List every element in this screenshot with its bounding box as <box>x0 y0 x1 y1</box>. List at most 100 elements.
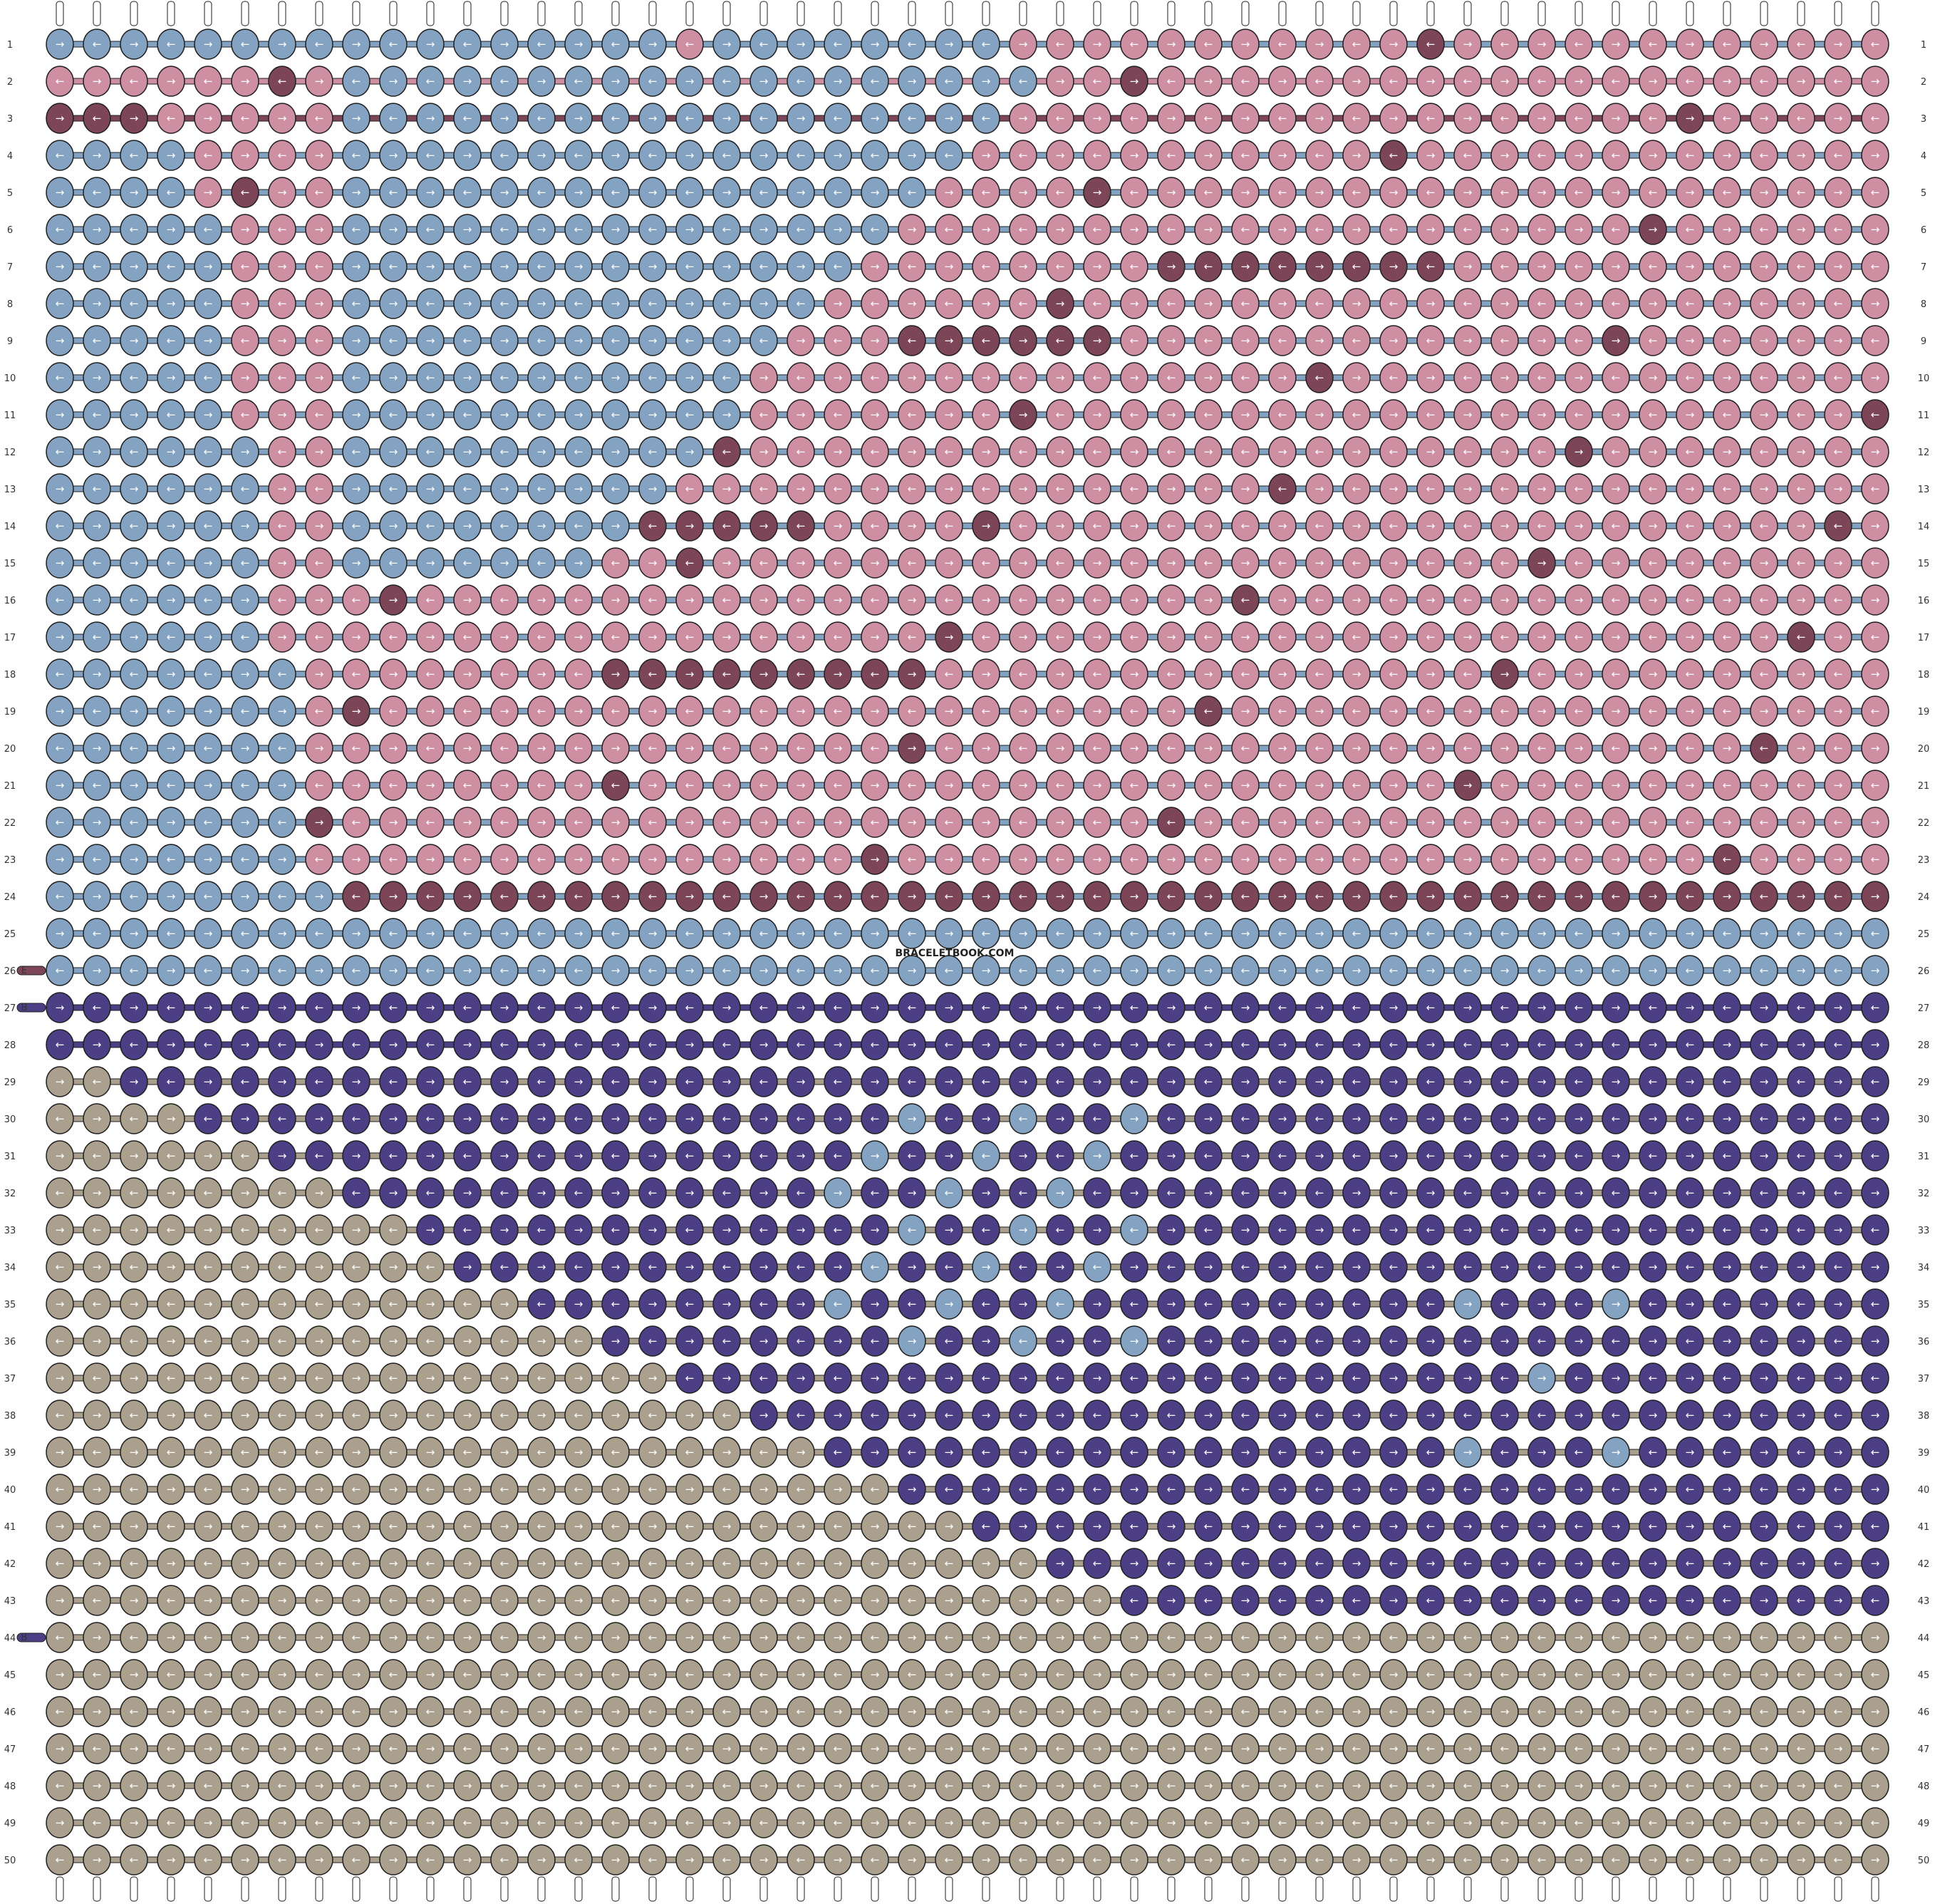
knot-direction-icon: → <box>1093 1149 1102 1162</box>
knot-direction-icon: ← <box>797 964 806 977</box>
knot-direction-icon: ← <box>574 1409 583 1422</box>
knot-direction-icon: ← <box>204 594 213 606</box>
knot-direction-icon: → <box>1871 816 1880 829</box>
knot-direction-icon: ← <box>1612 1038 1621 1051</box>
knot-direction-icon: ← <box>1315 75 1324 88</box>
knot-direction-icon: → <box>463 816 472 829</box>
knot <box>1490 29 1519 60</box>
knot-direction-icon: → <box>1019 927 1028 940</box>
knot-direction-icon: → <box>982 1335 991 1347</box>
knot-direction-icon: → <box>1649 1261 1658 1273</box>
knot-direction-icon: → <box>1167 112 1176 125</box>
knot-direction-icon: ← <box>241 38 250 51</box>
knot-direction-icon: → <box>315 1186 324 1199</box>
knot-direction-icon: → <box>1871 519 1880 532</box>
knot-direction-icon: ← <box>1463 1112 1473 1125</box>
knot-direction-icon: → <box>130 38 139 51</box>
knot-direction-icon: → <box>834 1186 843 1199</box>
knot-direction-icon: → <box>1130 223 1139 236</box>
knot-direction-icon: ← <box>1575 1223 1584 1236</box>
knot-direction-icon: → <box>389 75 398 88</box>
knot-direction-icon: ← <box>1834 1705 1843 1718</box>
knot-direction-icon: ← <box>1019 594 1028 606</box>
knot-direction-icon: → <box>56 1742 65 1755</box>
knot-direction-icon: ← <box>241 112 250 125</box>
knot-direction-icon: ← <box>1612 1261 1621 1273</box>
knot-direction-icon: → <box>389 1335 398 1347</box>
knot-direction-icon: ← <box>93 1594 102 1607</box>
knot-direction-icon: → <box>56 705 65 718</box>
knot-direction-icon: → <box>1537 1520 1547 1533</box>
knot <box>1861 29 1889 60</box>
knot-direction-icon: → <box>204 1446 213 1459</box>
knot-direction-icon: → <box>352 1298 361 1310</box>
knot-direction-icon: ← <box>574 297 583 310</box>
knot <box>490 66 519 97</box>
knot-direction-icon: ← <box>463 1668 472 1681</box>
knot-direction-icon: → <box>759 223 769 236</box>
knot-direction-icon: → <box>945 334 954 347</box>
knot-direction-icon: ← <box>352 1557 361 1570</box>
knot-direction-icon: ← <box>1278 1298 1287 1310</box>
knot-direction-icon: → <box>982 445 991 458</box>
knot-direction-icon: ← <box>241 1372 250 1385</box>
knot-direction-icon: ← <box>685 1075 695 1088</box>
knot-direction-icon: → <box>1426 1779 1436 1792</box>
knot-direction-icon: ← <box>648 1335 658 1347</box>
knot-direction-icon: ← <box>1871 1075 1880 1088</box>
knot-direction-icon: ← <box>167 1742 176 1755</box>
knot-direction-icon: → <box>426 260 435 273</box>
knot <box>1342 29 1371 60</box>
knot-direction-icon: → <box>1612 1520 1621 1533</box>
knot-direction-icon: ← <box>1204 334 1213 347</box>
knot-direction-icon: ← <box>834 1668 843 1681</box>
knot-direction-icon: ← <box>1537 742 1547 755</box>
knot-direction-icon: → <box>500 927 509 940</box>
knot-direction-icon: ← <box>93 1075 102 1088</box>
knot-direction-icon: → <box>1537 557 1547 569</box>
knot <box>749 29 778 60</box>
knot-direction-icon: → <box>278 1446 287 1459</box>
knot-direction-icon: ← <box>93 779 102 792</box>
knot-direction-icon: ← <box>1797 631 1806 643</box>
knot-direction-icon: → <box>1315 112 1324 125</box>
knot-direction-icon: → <box>315 1631 324 1644</box>
knot-direction-icon: → <box>1167 408 1176 421</box>
knot-direction-icon: → <box>1612 112 1621 125</box>
thread-stub-top <box>1278 1 1287 26</box>
knot-direction-icon: ← <box>1797 38 1806 51</box>
knot-direction-icon: ← <box>93 1372 102 1385</box>
knot-direction-icon: ← <box>1871 1594 1880 1607</box>
knot-direction-icon: → <box>1723 519 1732 532</box>
knot-direction-icon: ← <box>500 371 509 384</box>
knot-direction-icon: ← <box>611 779 621 792</box>
knot-direction-icon: → <box>1056 1631 1065 1644</box>
knot-direction-icon: → <box>1093 260 1102 273</box>
knot-direction-icon: ← <box>1278 482 1287 495</box>
knot-direction-icon: → <box>1278 816 1287 829</box>
knot-direction-icon: → <box>759 1112 769 1125</box>
knot-direction-icon: → <box>1463 927 1473 940</box>
knot-direction-icon: ← <box>1204 853 1213 866</box>
knot-direction-icon: ← <box>500 890 509 903</box>
knot-direction-icon: → <box>1204 1038 1213 1051</box>
knot-direction-icon: ← <box>1537 594 1547 606</box>
knot-direction-icon: → <box>834 1335 843 1347</box>
knot-direction-icon: → <box>1463 112 1473 125</box>
knot-direction-icon: ← <box>759 260 769 273</box>
knot-direction-icon: → <box>871 1742 880 1755</box>
thread-stub-bottom <box>759 1876 768 1902</box>
knot-direction-icon: ← <box>426 75 435 88</box>
knot-direction-icon: → <box>204 408 213 421</box>
knot-direction-icon: ← <box>1204 1372 1213 1385</box>
knot-direction-icon: ← <box>130 297 139 310</box>
knot-direction-icon: ← <box>1204 927 1213 940</box>
knot-direction-icon: → <box>1426 1409 1436 1422</box>
knot-direction-icon: ← <box>1649 705 1658 718</box>
knot-direction-icon: ← <box>204 816 213 829</box>
knot-direction-icon: → <box>574 1298 583 1310</box>
knot-direction-icon: → <box>1575 519 1584 532</box>
knot-direction-icon: → <box>167 1261 176 1273</box>
knot-direction-icon: → <box>574 927 583 940</box>
knot-direction-icon: → <box>93 816 102 829</box>
